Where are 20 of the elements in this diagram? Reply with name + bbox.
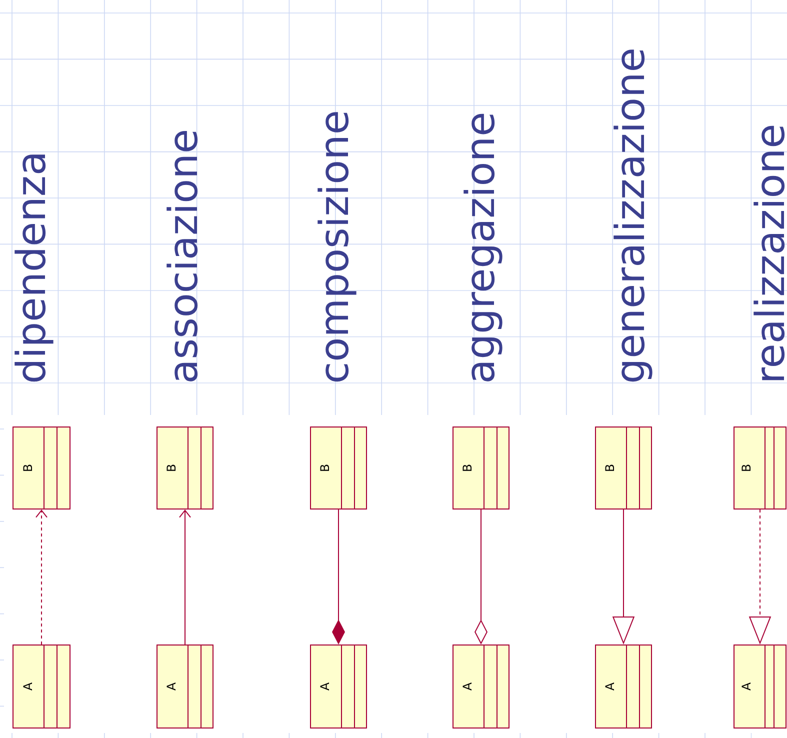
- class-box: A: [734, 644, 786, 728]
- class-box: B: [595, 426, 652, 510]
- class-box: B: [734, 426, 786, 510]
- class-box: B: [12, 426, 70, 510]
- rotated-title: generalizzazione: [614, 50, 652, 382]
- class-box: A: [156, 644, 214, 728]
- class-box: B: [310, 426, 367, 510]
- rotated-title: dipendenza: [14, 154, 54, 382]
- class-box: A: [452, 644, 510, 728]
- class-box: A: [12, 644, 70, 728]
- rotated-title: associazione: [166, 131, 198, 382]
- class-box: A: [595, 644, 652, 728]
- class-box: B: [452, 426, 510, 510]
- connector-arrow: [36, 510, 48, 645]
- rotated-title: composizione: [318, 112, 356, 382]
- class-box: B: [156, 426, 214, 510]
- rotated-title: aggregazione: [464, 114, 502, 382]
- class-box: A: [310, 644, 367, 728]
- rotated-title: realizzazione: [754, 126, 785, 380]
- connector-arrow: [179, 510, 191, 645]
